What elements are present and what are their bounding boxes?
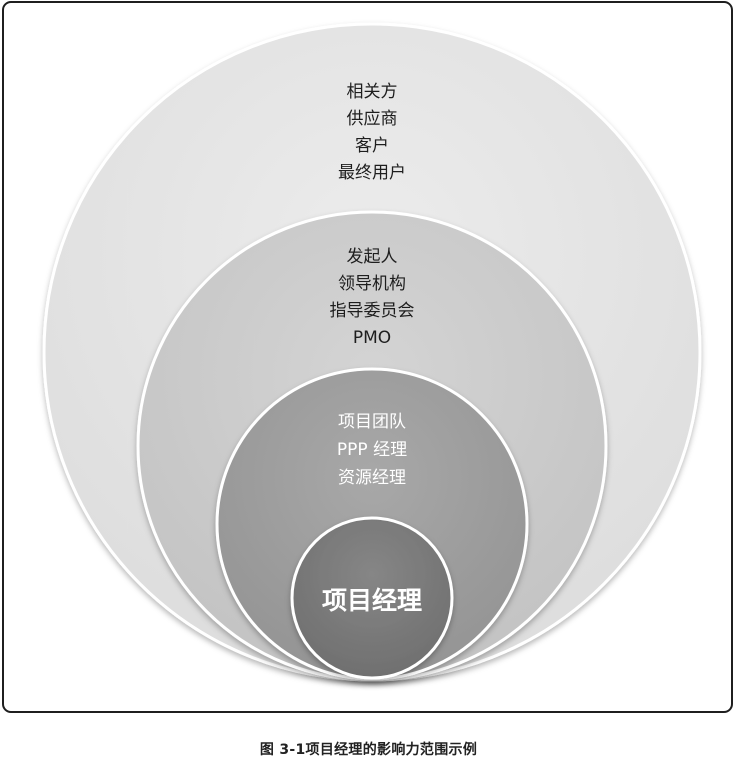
suppliers-label: 供应商 (347, 109, 398, 129)
sponsor-label: 发起人 (347, 247, 398, 267)
diagram-frame: 相关方 供应商 客户 最终用户 发起人 领导机构 指导委员会 PMO 项目团队 … (2, 1, 733, 713)
pmo-label: PMO (353, 328, 391, 348)
customers-label: 客户 (355, 136, 389, 156)
project-team-label: 项目团队 (338, 412, 406, 432)
ring-project-manager (290, 516, 454, 680)
influence-diagram: 相关方 供应商 客户 最终用户 发起人 领导机构 指导委员会 PMO 项目团队 … (42, 22, 702, 682)
stakeholders-label: 相关方 (347, 82, 398, 102)
figure-caption: 图 3-1项目经理的影响力范围示例 (259, 742, 478, 758)
ppp-manager-label: PPP 经理 (337, 440, 407, 460)
end-users-label: 最终用户 (338, 163, 406, 183)
project-manager-label: 项目经理 (322, 586, 422, 615)
resource-manager-label: 资源经理 (338, 468, 406, 488)
governing-bodies-label: 领导机构 (338, 274, 406, 294)
steering-committee-label: 指导委员会 (330, 301, 415, 321)
